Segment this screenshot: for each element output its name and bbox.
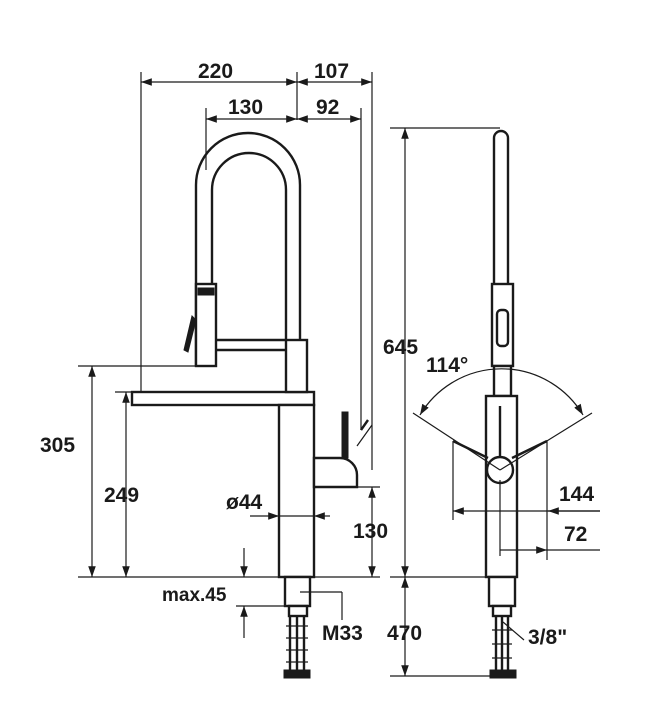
dim-130-top: 130 (228, 96, 263, 119)
dim-645: 645 (383, 336, 418, 359)
dim-305: 305 (40, 434, 75, 457)
side-shank (487, 575, 517, 608)
spout-arc-inner (210, 151, 288, 366)
dim-470: 470 (387, 622, 422, 645)
lever-left-position (452, 439, 489, 460)
front-view (130, 131, 359, 679)
supply-hoses (288, 616, 306, 676)
spray-lever (183, 315, 197, 353)
dim-107: 107 (314, 60, 349, 83)
dim-diameter-44: ø44 (226, 491, 263, 514)
side-shank-nut (491, 604, 513, 618)
thread-3-8: 3/8" (528, 626, 567, 649)
side-spout (492, 129, 510, 284)
dim-72: 72 (564, 523, 587, 546)
dim-220: 220 (198, 60, 233, 83)
countertop (130, 390, 316, 407)
side-view (452, 129, 548, 679)
dim-130-side: 130 (353, 520, 388, 543)
spout-arc-outer (194, 131, 302, 366)
hose-ends (283, 669, 311, 679)
front-dimensions (78, 72, 380, 638)
side-body (484, 394, 519, 579)
mixer-housing (284, 338, 309, 394)
thread-m33: M33 (322, 622, 363, 645)
dim-92: 92 (316, 96, 339, 119)
side-handle (312, 456, 359, 489)
side-lever (341, 411, 349, 459)
dim-144: 144 (559, 483, 594, 506)
shank-nut (287, 604, 309, 618)
dim-114-angle: 114° (426, 354, 468, 377)
dim-249: 249 (104, 484, 139, 507)
side-spray-button (495, 308, 510, 348)
side-dimensions (390, 127, 600, 677)
hose-ribs (286, 625, 308, 663)
spray-head (194, 282, 218, 368)
spray-head-band (197, 287, 215, 296)
side-holder (492, 364, 513, 398)
dim-max-45: max.45 (162, 585, 227, 606)
faucet-body (277, 403, 316, 579)
